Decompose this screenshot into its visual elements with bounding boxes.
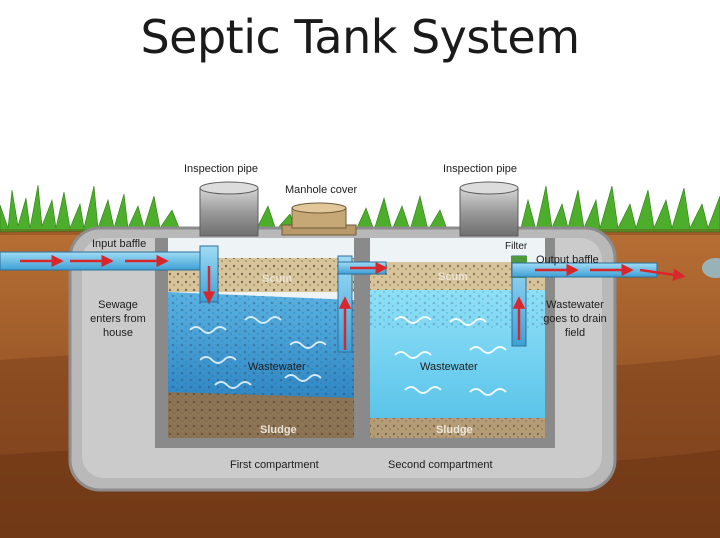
label-manhole-cover: Manhole cover bbox=[285, 184, 358, 196]
label-first-compartment: First compartment bbox=[230, 459, 319, 471]
outlet-pipe bbox=[511, 255, 720, 347]
transfer-pipe bbox=[337, 255, 388, 353]
label-inspection-pipe-left: Inspection pipe bbox=[184, 163, 258, 175]
divider-wall bbox=[354, 238, 370, 448]
label-scum-right: Scum bbox=[438, 271, 468, 283]
manhole-cover-shape bbox=[281, 202, 357, 236]
inlet-pipe bbox=[0, 245, 219, 304]
label-sludge-left: Sludge bbox=[260, 424, 297, 436]
label-input-baffle: Input baffle bbox=[92, 238, 147, 250]
label-scum-left: Scum bbox=[262, 273, 292, 285]
first-compartment bbox=[168, 238, 354, 438]
inspection-pipe-right-shape bbox=[459, 181, 519, 237]
inspection-pipe-left-shape bbox=[199, 181, 259, 237]
label-wastewater-right: Wastewater bbox=[420, 361, 478, 373]
label-sewage-enters: Sewage enters from house bbox=[90, 299, 146, 339]
label-second-compartment: Second compartment bbox=[388, 459, 493, 471]
label-wastewater-left: Wastewater bbox=[248, 361, 306, 373]
label-inspection-pipe-right: Inspection pipe bbox=[443, 163, 517, 175]
diagram-title: Septic Tank System bbox=[140, 10, 580, 64]
label-filter: Filter bbox=[505, 241, 528, 252]
label-output-baffle: Output baffle bbox=[536, 254, 599, 266]
label-wastewater-goes: Wastewater goes to drain field bbox=[543, 299, 607, 339]
label-sludge-right: Sludge bbox=[436, 424, 473, 436]
grass bbox=[0, 184, 720, 233]
